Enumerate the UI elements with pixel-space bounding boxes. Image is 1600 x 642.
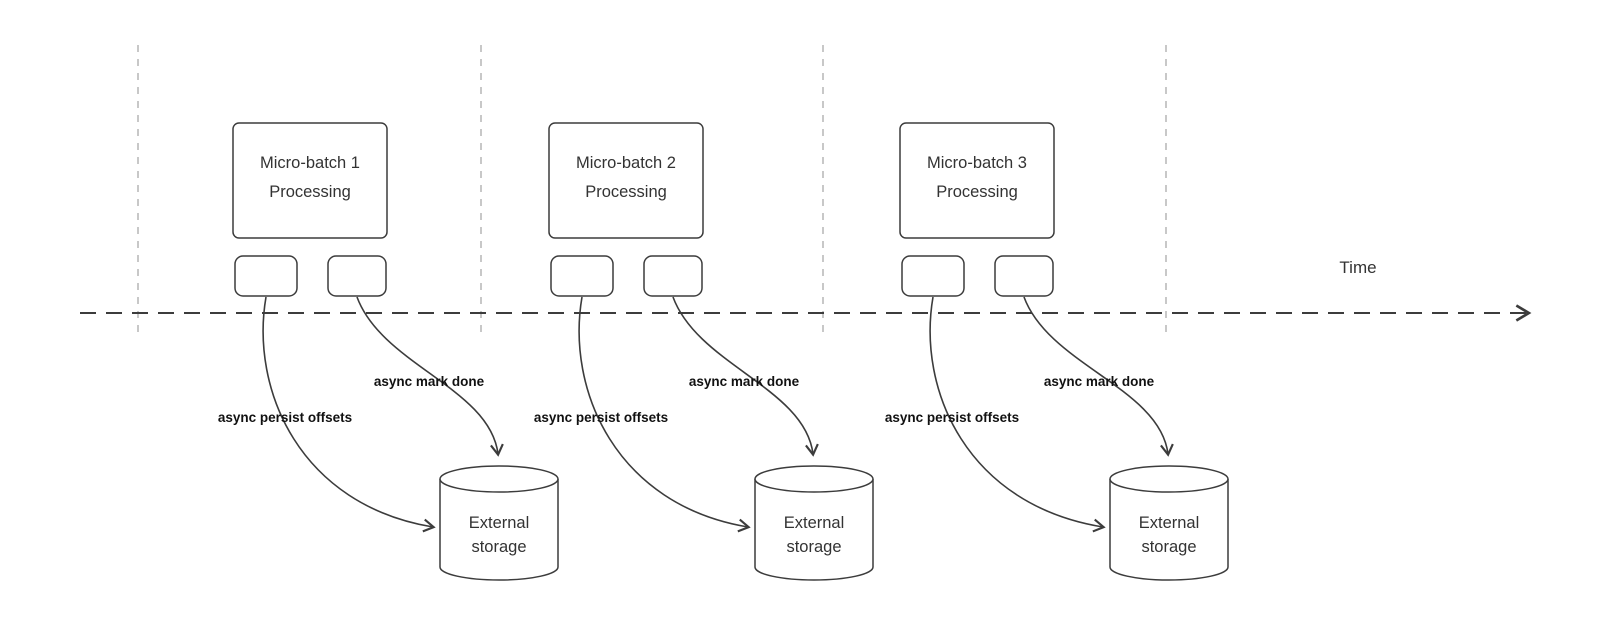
persist-offsets-label: async persist offsets [534,410,668,425]
micro-batch-group-1: Micro-batch 1 Processing async persist o… [218,122,559,581]
async-mark-done-arrow [356,296,504,457]
micro-batch-box [548,122,704,239]
async-persist-offsets-arrow [578,296,751,533]
storage-label-line2: storage [786,538,841,556]
storage-label-line1: External [469,514,530,532]
cylinder-body [439,479,559,581]
micro-batch-title-line1: Micro-batch 2 [576,154,676,172]
persist-offsets-task-box [234,255,298,297]
micro-batch-title-line1: Micro-batch 1 [260,154,360,172]
micro-batch-box [232,122,388,239]
async-mark-done-arrow [672,296,819,457]
mark-done-label: async mark done [374,374,485,389]
micro-batch-group-3: Micro-batch 3 Processing async persist o… [885,122,1229,581]
persist-offsets-label: async persist offsets [885,410,1019,425]
time-axis-label: Time [1339,258,1376,277]
external-storage-cylinder: External storage [439,465,559,581]
mark-done-task-box [643,255,703,297]
mark-done-task-box [994,255,1054,297]
mark-done-label: async mark done [689,374,800,389]
cylinder-top [439,465,559,493]
external-storage-cylinder: External storage [754,465,874,581]
mark-done-label: async mark done [1044,374,1155,389]
async-persist-offsets-arrow [929,296,1106,533]
async-persist-offsets-arrow [262,296,436,533]
storage-label-line1: External [1139,514,1200,532]
micro-batch-title-line1: Micro-batch 3 [927,154,1027,172]
cylinder-top [754,465,874,493]
mark-done-task-box [327,255,387,297]
storage-label-line2: storage [471,538,526,556]
micro-batch-title-line2: Processing [269,183,351,201]
storage-label-line1: External [784,514,845,532]
async-mark-done-arrow [1023,296,1174,457]
micro-batch-title-line2: Processing [936,183,1018,201]
storage-label-line2: storage [1141,538,1196,556]
cylinder-body [754,479,874,581]
micro-batch-title-line2: Processing [585,183,667,201]
micro-batch-group-2: Micro-batch 2 Processing async persist o… [534,122,874,581]
persist-offsets-task-box [901,255,965,297]
micro-batch-box [899,122,1055,239]
external-storage-cylinder: External storage [1109,465,1229,581]
cylinder-body [1109,479,1229,581]
cylinder-top [1109,465,1229,493]
persist-offsets-label: async persist offsets [218,410,352,425]
persist-offsets-task-box [550,255,614,297]
